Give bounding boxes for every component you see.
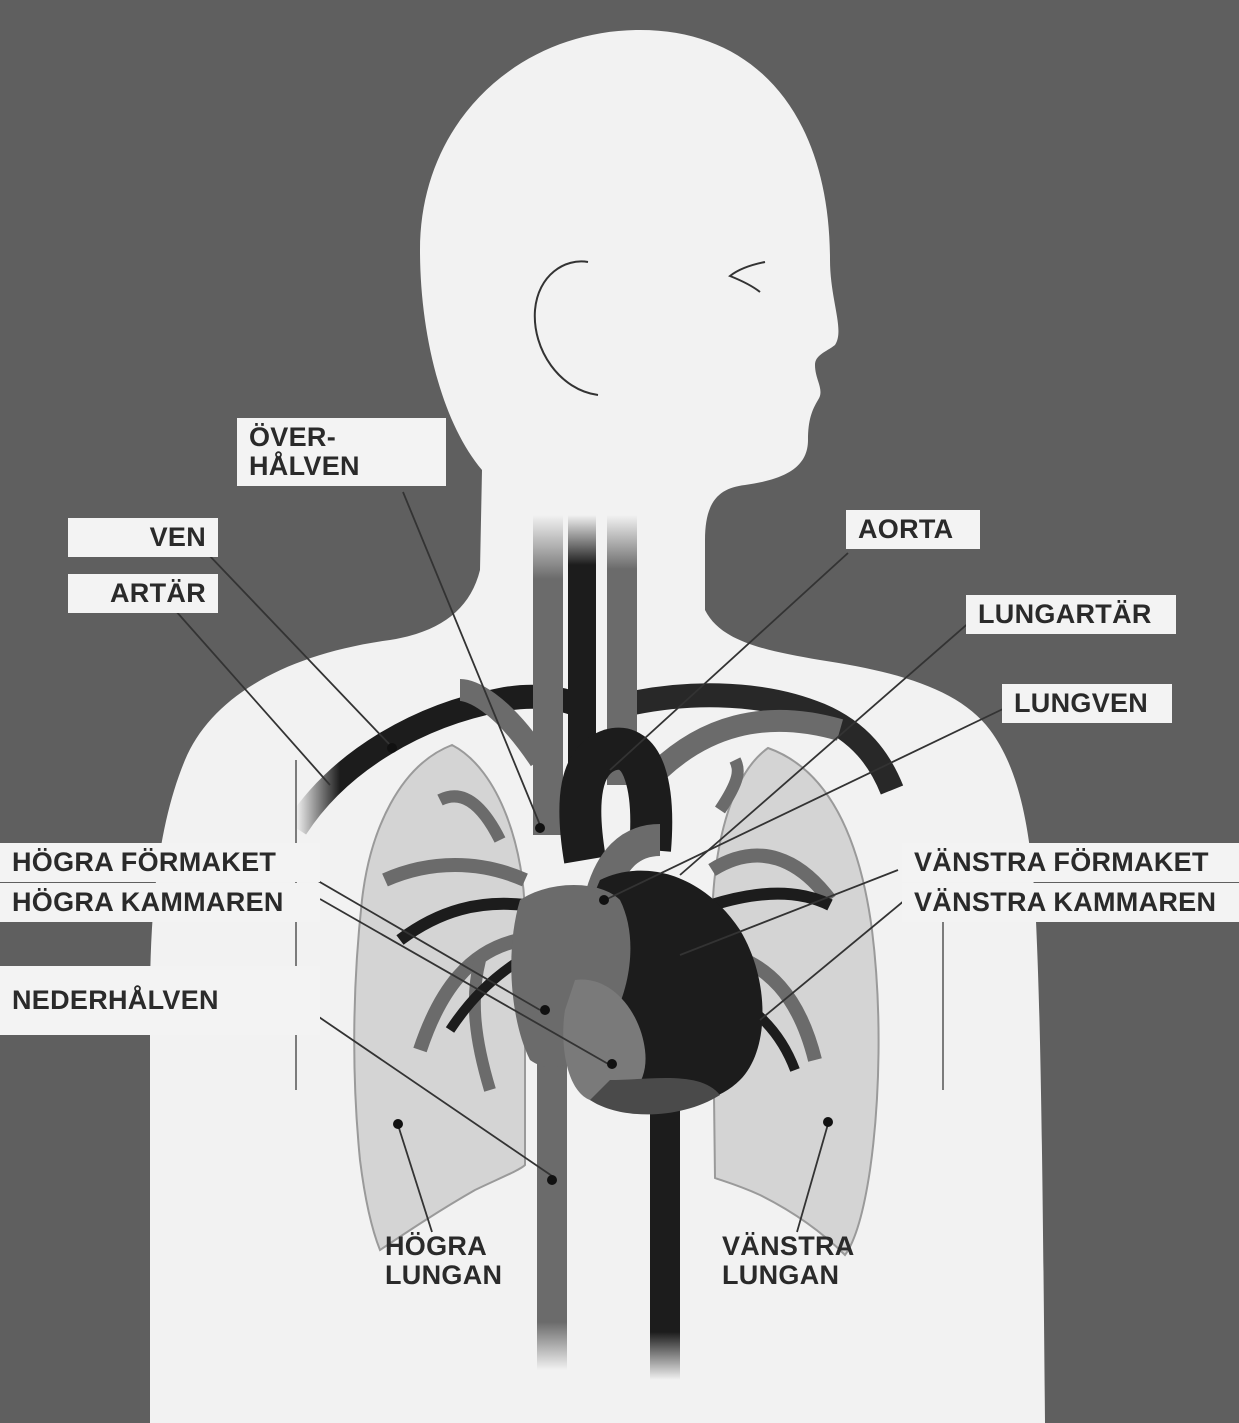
label-vanstra-kammaren: VÄNSTRA KAMMAREN [902, 883, 1239, 922]
label-aorta-text: AORTA [858, 515, 968, 544]
label-lungven: LUNGVEN [1002, 684, 1172, 723]
label-lungven-text: LUNGVEN [1014, 689, 1160, 718]
label-ven-text: VEN [80, 523, 206, 552]
label-vanstra-formaket: VÄNSTRA FÖRMAKET [902, 843, 1239, 882]
label-artar: ARTÄR [68, 574, 218, 613]
label-hogra-formaket: HÖGRA FÖRMAKET [0, 843, 320, 882]
inferior-vena-cava [537, 1050, 567, 1370]
label-hogra-kammaren: HÖGRA KAMMAREN [0, 883, 320, 922]
label-hogra-lungan-line2: LUNGAN [385, 1261, 502, 1290]
label-artar-text: ARTÄR [80, 579, 206, 608]
label-aorta: AORTA [846, 510, 980, 549]
label-vanstra-formaket-text: VÄNSTRA FÖRMAKET [914, 848, 1227, 877]
label-hogra-lungan: HÖGRA LUNGAN [385, 1232, 502, 1290]
label-lungartar-text: LUNGARTÄR [978, 600, 1164, 629]
body-silhouette [150, 30, 1045, 1423]
label-hogra-formaket-text: HÖGRA FÖRMAKET [12, 848, 308, 877]
label-hogra-kammaren-text: HÖGRA KAMMAREN [12, 888, 308, 917]
label-vanstra-lungan-line2: LUNGAN [722, 1261, 855, 1290]
label-vanstra-lungan-line1: VÄNSTRA [722, 1232, 855, 1261]
label-overhalven-line2: HÅLVEN [249, 452, 434, 481]
label-lungartar: LUNGARTÄR [966, 595, 1176, 634]
label-hogra-lungan-line1: HÖGRA [385, 1232, 502, 1261]
label-nederhalven-text: NEDERHÅLVEN [12, 986, 308, 1015]
label-ven: VEN [68, 518, 218, 557]
label-vanstra-lungan: VÄNSTRA LUNGAN [722, 1232, 855, 1290]
label-vanstra-kammaren-text: VÄNSTRA KAMMAREN [914, 888, 1227, 917]
neck-vein [533, 515, 563, 835]
label-overhalven: ÖVER- HÅLVEN [237, 418, 446, 486]
label-nederhalven: NEDERHÅLVEN [0, 966, 320, 1035]
neck-artery [568, 515, 596, 765]
label-overhalven-line1: ÖVER- [249, 423, 434, 452]
